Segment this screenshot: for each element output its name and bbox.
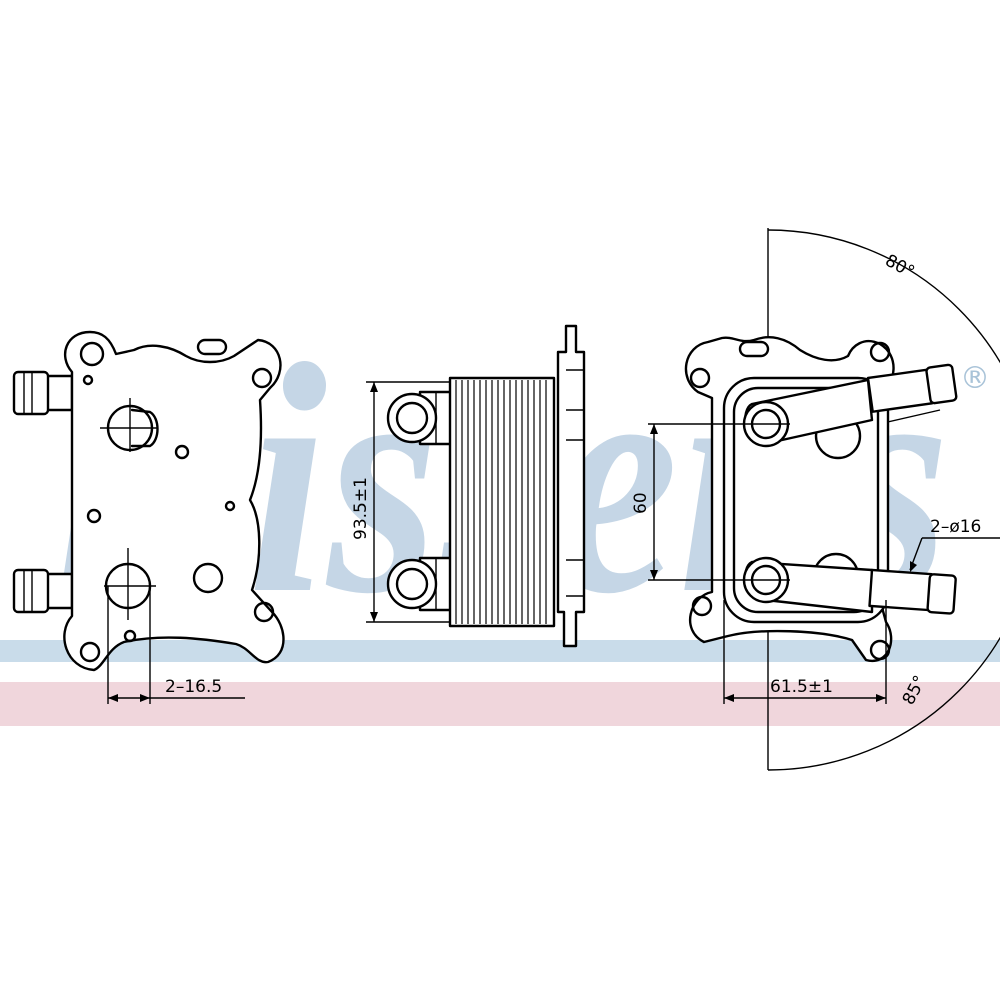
- registered-trademark-mark: ®: [960, 361, 990, 396]
- middle-view-plate-stack: 93.5±1: [351, 324, 586, 648]
- left-upper-pipe-stub: [12, 370, 74, 416]
- lower-boss: [386, 556, 460, 612]
- dimension-port-diameter-label: 2–ø16: [930, 517, 981, 537]
- dimension-port-spacing-label: 60: [631, 492, 651, 514]
- dimension-port-offset: 2–16.5: [107, 586, 245, 704]
- dimension-width-label: 61.5±1: [770, 677, 833, 697]
- left-lower-pipe-stub: [12, 568, 74, 614]
- left-view-mounting-plate: 2–16.5: [12, 330, 285, 704]
- mounting-flange: [556, 324, 586, 648]
- dimension-port-spacing: 60: [631, 423, 790, 581]
- dimension-port-offset-label: 2–16.5: [165, 677, 222, 697]
- dimension-height-label: 93.5±1: [351, 477, 371, 540]
- right-view-port-side: 80° 85°: [631, 228, 1000, 771]
- watermark-band-pink: [0, 682, 1000, 726]
- cooler-fins: [455, 380, 547, 624]
- left-upper-port: [100, 398, 159, 452]
- plate-stack-body: [448, 376, 556, 628]
- mounting-plate-outline: [63, 330, 285, 672]
- dimension-height: 93.5±1: [351, 381, 450, 623]
- upper-boss: [386, 390, 460, 446]
- angle-top-label: 80°: [882, 251, 918, 283]
- left-lower-port: [104, 548, 156, 620]
- dimension-port-diameter: 2–ø16: [909, 517, 1000, 572]
- dimension-width: 61.5±1: [723, 600, 887, 704]
